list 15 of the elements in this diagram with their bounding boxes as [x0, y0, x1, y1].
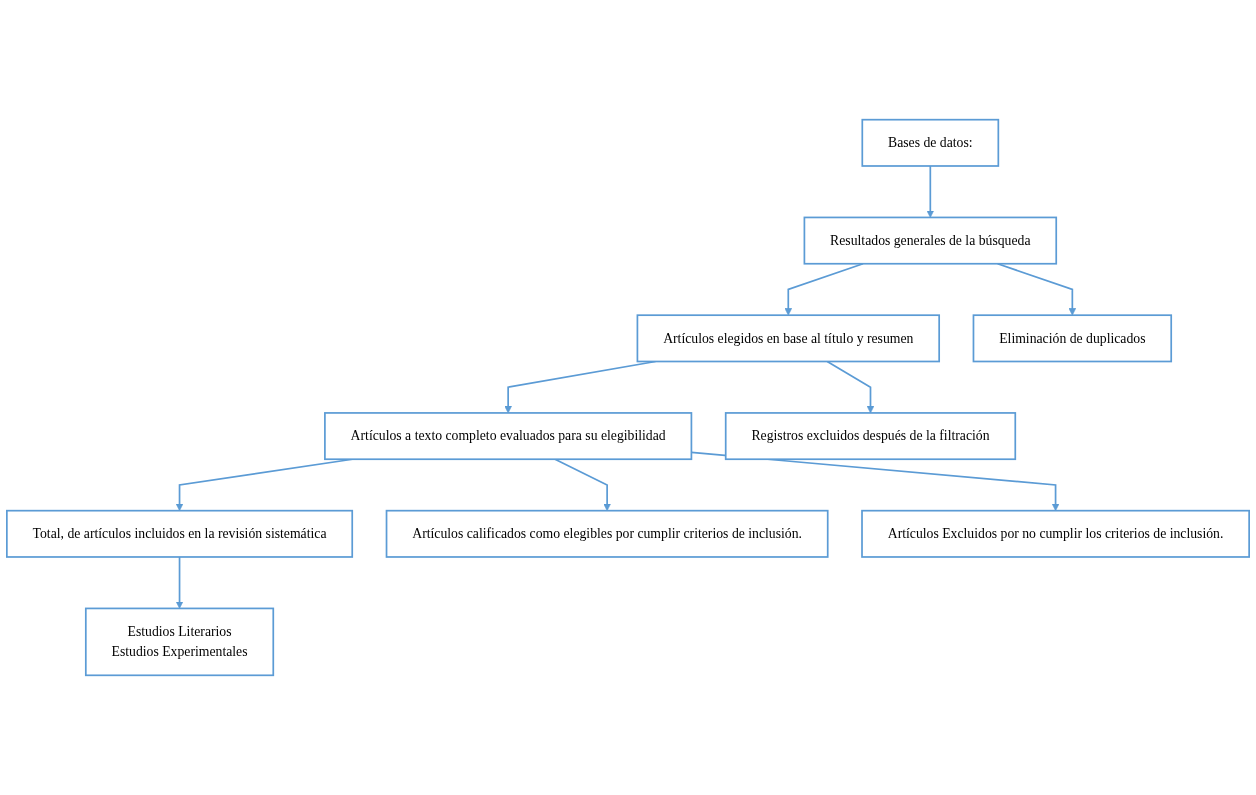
node-box: Artículos calificados como elegibles por cumplir criterios de inclusión. — [385, 509, 829, 558]
arrow — [784, 262, 864, 316]
arrow — [926, 165, 935, 218]
arrow — [175, 556, 184, 609]
node-box: Total, de artículos incluidos en la revisión sistemática — [6, 509, 354, 558]
node-box: Registros excluidos después de la filtración — [724, 412, 1017, 461]
node-box: Eliminación de duplicados — [972, 314, 1173, 363]
node-box: Resultados generales de la búsqueda — [803, 216, 1058, 265]
node-box: Artículos Excluidos por no cumplir los criterios de inclusión. — [861, 509, 1250, 558]
node-box: Bases de datos: — [861, 118, 1000, 167]
node-box: Artículos a texto completo evaluados para su elegibilidad — [324, 412, 693, 461]
arrow — [826, 360, 875, 414]
node-box: Artículos elegidos en base al título y resumen — [636, 314, 941, 363]
node-box: Estudios Literarios Estudios Experimentales — [84, 607, 275, 677]
arrow — [554, 458, 611, 511]
